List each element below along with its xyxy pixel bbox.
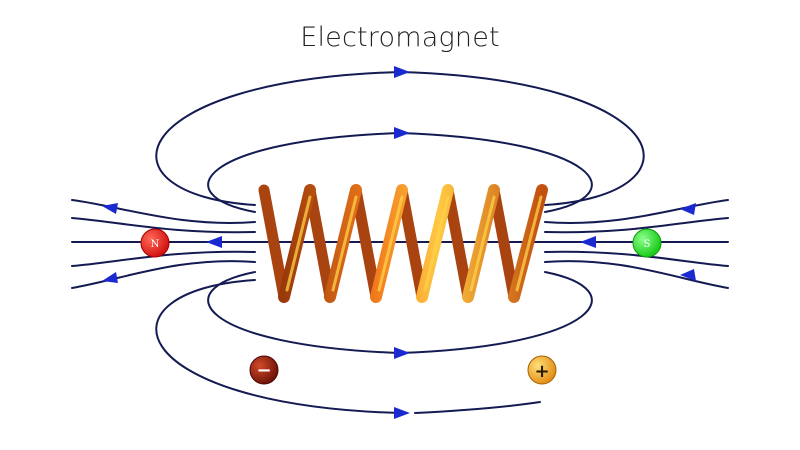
field-line-right-upper-2 — [544, 217, 729, 234]
arrow-left-lower — [102, 272, 118, 283]
field-line-outer-top — [155, 71, 645, 206]
negative-terminal-label: − — [256, 360, 271, 381]
arrow-right-lower — [680, 269, 696, 281]
field-arrows — [102, 66, 696, 419]
arrow-left-center — [206, 236, 222, 248]
arrow-top-outer — [394, 66, 410, 78]
north-pole: N — [140, 228, 170, 258]
field-line-lower-2 — [71, 260, 256, 289]
arrow-left-upper — [102, 203, 118, 214]
field-line-upper-1 — [71, 199, 256, 224]
arrow-right-center — [580, 236, 596, 248]
south-pole-label: S — [644, 239, 651, 250]
positive-terminal: + — [527, 355, 557, 385]
field-line-inner-bottom — [207, 271, 593, 354]
arrow-right-upper — [680, 203, 696, 215]
arrow-bottom-outer — [394, 407, 410, 419]
arrow-top-inner — [394, 127, 410, 139]
north-pole-label: N — [151, 239, 160, 250]
diagram-title: Electromagnet — [300, 22, 500, 53]
coil — [258, 184, 548, 368]
field-line-upper-2 — [71, 217, 256, 234]
field-line-lower-1 — [71, 250, 256, 267]
field-line-outer-bottom — [155, 279, 541, 414]
positive-terminal-label: + — [534, 361, 549, 382]
field-line-right-lower-1 — [544, 250, 729, 267]
coil-highlight — [285, 195, 543, 292]
field-line-right-upper-1 — [544, 199, 729, 224]
south-pole: S — [632, 228, 662, 258]
coil-back-turns — [258, 184, 520, 303]
arrow-bottom-inner — [394, 347, 410, 359]
field-line-inner-top — [207, 132, 593, 213]
magnetic-field-lines — [71, 71, 729, 414]
field-line-right-lower-2 — [544, 260, 729, 289]
negative-terminal: − — [249, 355, 279, 385]
